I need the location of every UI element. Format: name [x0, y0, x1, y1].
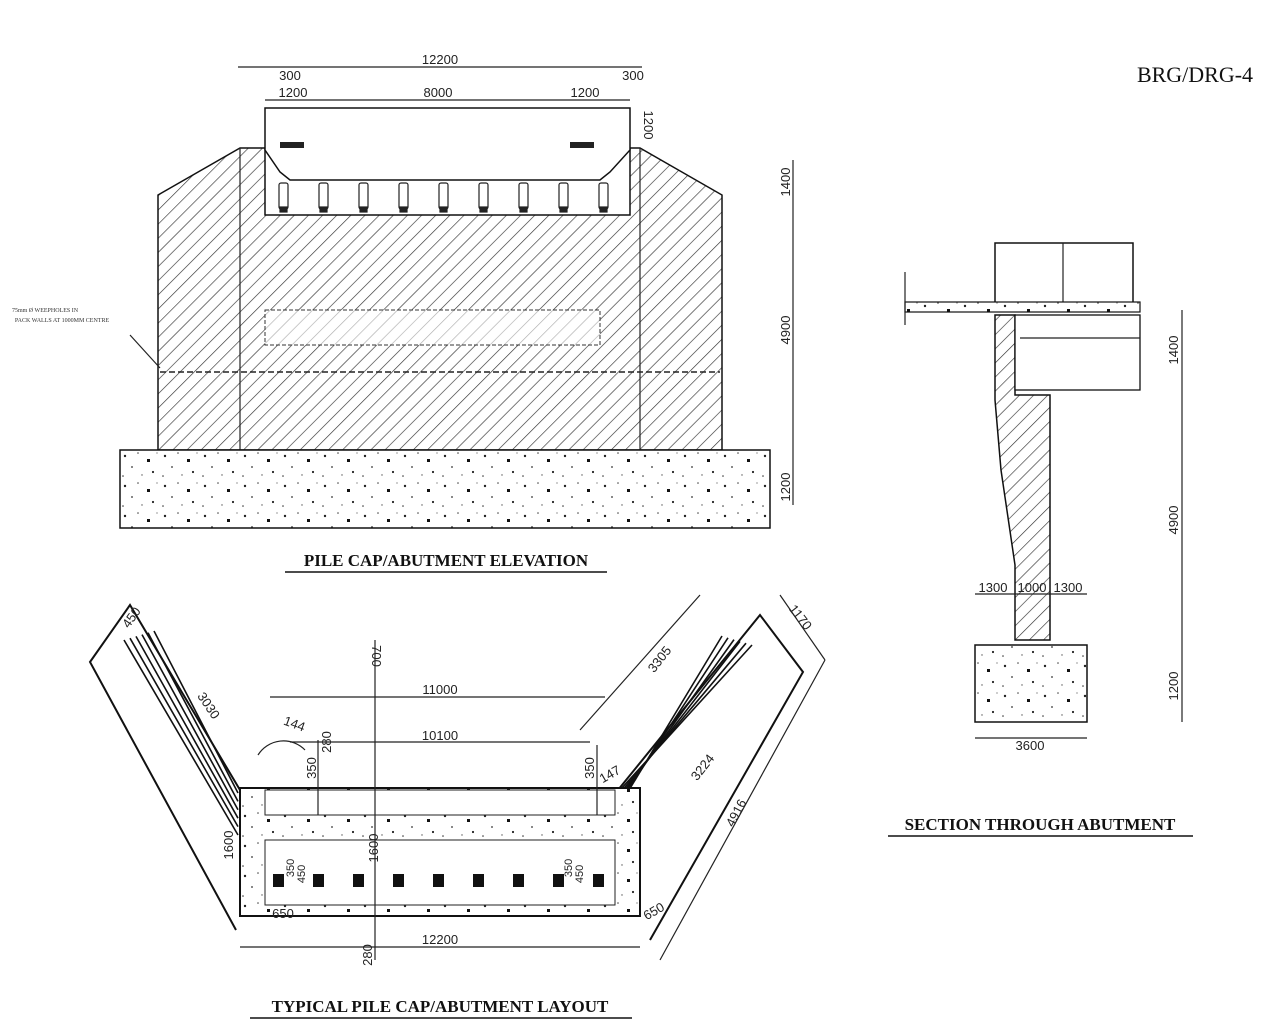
- girder: [598, 182, 609, 210]
- dim-angle-147: 147: [597, 762, 623, 786]
- girder: [318, 182, 329, 210]
- pile: [553, 874, 564, 887]
- pile: [353, 874, 364, 887]
- girder: [478, 182, 489, 210]
- bearing: [519, 206, 528, 213]
- pile: [513, 874, 524, 887]
- wing-reinforcement-left: [135, 636, 239, 819]
- girder: [278, 182, 289, 210]
- dim-1400: 1400: [778, 168, 793, 197]
- dim-3224: 3224: [688, 751, 718, 783]
- girder: [398, 182, 409, 210]
- dim-1300-left: 1300: [979, 580, 1008, 595]
- dim-section-1400: 1400: [1166, 336, 1181, 365]
- bearing: [399, 206, 408, 213]
- elevation-title: PILE CAP/ABUTMENT ELEVATION: [304, 551, 589, 570]
- dim-4900: 4900: [778, 316, 793, 345]
- bearing: [319, 206, 328, 213]
- dim-700: 700: [369, 645, 384, 667]
- wing-reinforcement-left: [153, 630, 239, 794]
- girder: [558, 182, 569, 210]
- pile: [433, 874, 444, 887]
- dim-280-bottom: 280: [360, 944, 375, 966]
- dim-1000: 1000: [1018, 580, 1047, 595]
- pile: [313, 874, 324, 887]
- section-footing: [974, 644, 1088, 723]
- wing-reinforcement-left: [129, 637, 239, 827]
- girders: [278, 182, 609, 213]
- dim-deck-depth: 1200: [641, 111, 656, 140]
- layout-title: TYPICAL PILE CAP/ABUTMENT LAYOUT: [272, 997, 609, 1016]
- dim-3600: 3600: [1016, 738, 1045, 753]
- girder: [518, 182, 529, 210]
- section-view: 1300 1000 1300 3600 1400 4900 1200 SECTI…: [888, 242, 1193, 837]
- bearing: [359, 206, 368, 213]
- dim-pile-450-right: 450: [574, 865, 586, 883]
- dim-layout-12200: 12200: [422, 932, 458, 947]
- dim-1600-left: 1600: [221, 831, 236, 860]
- pile: [593, 874, 604, 887]
- dim-section-1200: 1200: [1166, 672, 1181, 701]
- dim-1300-right: 1300: [1054, 580, 1083, 595]
- dim-450-wing: 450: [119, 604, 144, 630]
- dim-350-left: 350: [304, 757, 319, 779]
- drawing-number: BRG/DRG-4: [1137, 62, 1253, 87]
- bearing: [439, 206, 448, 213]
- dim-280-left: 280: [319, 731, 334, 753]
- dim-1200-left: 1200: [279, 85, 308, 100]
- wing-reinforcement-left: [141, 634, 239, 811]
- dim-650-left: 650: [272, 906, 294, 921]
- wing-reinforcement-left: [147, 632, 239, 802]
- dim-1600-center: 1600: [366, 834, 381, 863]
- weephole-note-line1: 75mm Ø WEEPHOLES IN: [12, 308, 79, 314]
- dim-section-4900: 4900: [1166, 506, 1181, 535]
- pile: [393, 874, 404, 887]
- footing: [119, 449, 771, 529]
- dim-1200-footing: 1200: [778, 473, 793, 502]
- girder: [358, 182, 369, 210]
- piles: [273, 874, 604, 887]
- pile: [273, 874, 284, 887]
- bearing: [599, 206, 608, 213]
- dim-650-right: 650: [641, 899, 667, 923]
- dim-12200: 12200: [422, 52, 458, 67]
- elevation-view: 75mm Ø WEEPHOLES IN PACK WALLS AT 1000MM…: [12, 52, 794, 573]
- section-title: SECTION THROUGH ABUTMENT: [905, 815, 1176, 834]
- wing-reinforcement-left: [123, 639, 239, 836]
- pile: [473, 874, 484, 887]
- weephole-note-line2: PACK WALLS AT 1000MM CENTRE: [15, 318, 110, 324]
- girder: [438, 182, 449, 210]
- dim-pile-350-right: 350: [563, 859, 575, 877]
- dim-angle-144: 144: [282, 713, 308, 735]
- bearing: [479, 206, 488, 213]
- bearing: [559, 206, 568, 213]
- dim-11000: 11000: [422, 682, 457, 697]
- dim-8000: 8000: [424, 85, 453, 100]
- dim-3305: 3305: [645, 643, 675, 675]
- bearing: [279, 206, 288, 213]
- layout-view: 700 11000 10100 144 350 280 350 147 450 …: [88, 594, 826, 1019]
- dim-350-right: 350: [582, 757, 597, 779]
- dim-300-left: 300: [279, 68, 301, 83]
- deck-section: [264, 107, 631, 181]
- dim-10100: 10100: [422, 728, 458, 743]
- wing-reinforcement-right: [619, 635, 723, 806]
- dim-4916: 4916: [723, 797, 750, 830]
- dim-pile-450-left: 450: [296, 865, 308, 883]
- dim-1170: 1170: [786, 602, 815, 633]
- dim-300-right: 300: [622, 68, 644, 83]
- dim-pile-350-left: 350: [285, 859, 297, 877]
- dim-1200-right: 1200: [571, 85, 600, 100]
